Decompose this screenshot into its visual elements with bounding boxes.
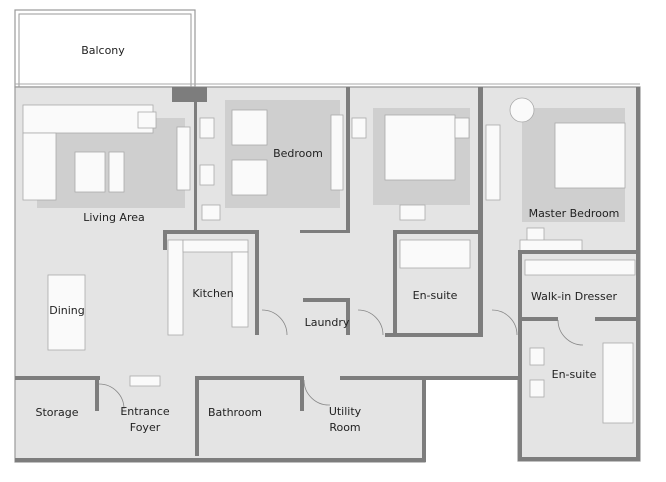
room-label-utility: Utility	[329, 405, 362, 418]
room-label-balcony: Balcony	[81, 44, 125, 57]
doors	[98, 309, 584, 410]
room-label-bathroom: Bathroom	[208, 406, 262, 419]
room-label-walk-in-dresser: Walk-in Dresser	[531, 290, 618, 303]
room-label-bedroom: Bedroom	[273, 147, 323, 160]
room-label-master-bedroom: Master Bedroom	[529, 207, 620, 220]
room-label-master-en-suite: En-suite	[552, 368, 597, 381]
room-label-storage: Storage	[35, 406, 78, 419]
room-label-en-suite: En-suite	[413, 289, 458, 302]
furniture	[22, 97, 636, 424]
room-labels: Balcony Living Area Bedroom Master Bedro…	[35, 44, 619, 434]
room-label-kitchen: Kitchen	[192, 287, 233, 300]
room-label-room: Room	[329, 421, 360, 434]
room-label-entrance: Entrance	[120, 405, 170, 418]
room-label-laundry: Laundry	[305, 316, 350, 329]
walls	[15, 87, 640, 462]
room-label-living-area: Living Area	[83, 211, 145, 224]
room-label-dining: Dining	[49, 304, 85, 317]
room-label-foyer: Foyer	[130, 421, 161, 434]
